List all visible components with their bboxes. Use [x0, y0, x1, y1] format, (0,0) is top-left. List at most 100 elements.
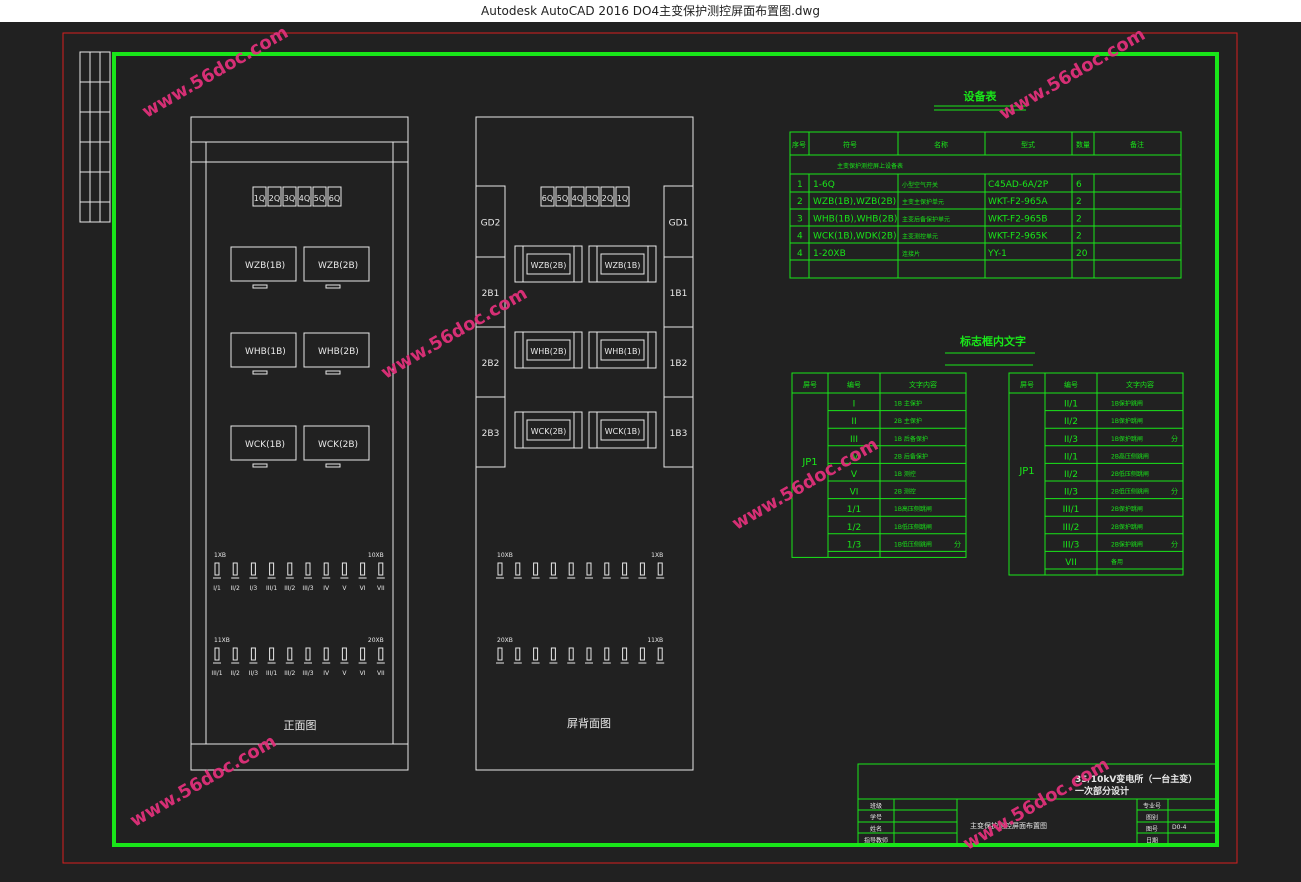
device-label: WHB(2B) — [318, 347, 359, 357]
paper-border — [62, 32, 1238, 864]
breaker-box — [540, 186, 555, 207]
device-label: WCK(2B) — [318, 440, 358, 450]
link-plate — [323, 647, 329, 661]
label-plate — [325, 370, 341, 375]
terminal-label: 1B3 — [670, 429, 688, 439]
link-plate — [214, 647, 220, 661]
labels-title: 标志框内文字 — [959, 334, 1026, 348]
device-label: WZB(1B) — [245, 261, 285, 271]
link-label: VII — [377, 585, 385, 592]
terminal-label: 2B3 — [482, 429, 500, 439]
breaker-box — [585, 186, 600, 207]
drawing-code: D0-4 — [1172, 824, 1187, 831]
project-subtitle: 一次部分设计 — [1075, 785, 1129, 797]
breaker-label: 1Q — [254, 194, 265, 203]
breaker-box — [600, 186, 615, 207]
label-plate — [252, 370, 268, 375]
label-plate — [252, 284, 268, 289]
device-label: WZB(2B) — [318, 261, 358, 271]
equipment-section: 主变保护测控屏上设备表 — [837, 162, 903, 170]
link-plate — [378, 562, 384, 576]
link-label: I/3 — [250, 585, 258, 592]
drawing-frame — [112, 52, 1219, 847]
device-rear-connector — [573, 331, 583, 369]
link-label: II/2 — [231, 670, 241, 677]
front-caption: 正面图 — [284, 719, 317, 732]
link-plate — [550, 647, 556, 661]
link-plate — [639, 562, 645, 576]
device-box — [303, 332, 370, 368]
label-text: 2B低压侧跳闸 — [1111, 488, 1149, 496]
label-code: I — [853, 400, 856, 410]
equipment-header: 序号 — [792, 140, 806, 149]
link-plate — [287, 647, 293, 661]
link-row-end: 11XB — [647, 637, 663, 644]
label-code: V — [851, 470, 858, 480]
link-plate — [622, 647, 628, 661]
equipment-cell: 3 — [797, 214, 803, 224]
label-text: 2B保护跳闸 — [1111, 505, 1143, 513]
label-code: II/2 — [1064, 470, 1078, 480]
link-label: II/2 — [231, 585, 241, 592]
link-label: VII — [377, 670, 385, 677]
label-text: 1B保护跳闸 — [1111, 435, 1143, 443]
breaker-label: 2Q — [269, 194, 280, 203]
equipment-cell: 连接片 — [902, 250, 920, 258]
device-rear-connector — [514, 331, 524, 369]
label-code: 1/2 — [847, 523, 861, 533]
label-text: 1B 主保护 — [894, 400, 922, 408]
link-plate — [269, 562, 275, 576]
title-field-label: 日期 — [1146, 837, 1158, 845]
label-code: II/3 — [1064, 435, 1078, 445]
terminal-block — [663, 396, 694, 468]
link-row-end: 10XB — [368, 552, 384, 559]
label-code: VII — [1065, 558, 1076, 568]
device-rear-plate — [526, 419, 571, 441]
label-header: 文字内容 — [909, 380, 937, 389]
label-header: 屏号 — [803, 381, 817, 389]
breaker-box — [297, 186, 312, 207]
breaker-label: 5Q — [557, 194, 568, 203]
link-plate — [323, 562, 329, 576]
label-code: II/1 — [1064, 400, 1078, 410]
watermark-text: www.56doc.com — [959, 754, 1113, 855]
link-plate — [586, 647, 592, 661]
device-box — [230, 246, 297, 282]
window-title: Autodesk AutoCAD 2016 DO4主变保护测控屏面布置图.dwg — [0, 0, 1301, 22]
watermark-text: www.56doc.com — [377, 283, 531, 384]
link-plate — [586, 562, 592, 576]
breaker-box — [267, 186, 282, 207]
breaker-label: 1Q — [617, 194, 628, 203]
label-code: III/2 — [1063, 523, 1080, 533]
link-plate — [604, 647, 610, 661]
link-plate — [497, 562, 503, 576]
watermark-text: www.56doc.com — [138, 22, 292, 123]
label-code: II/3 — [1064, 488, 1078, 498]
device-rear-connector — [647, 411, 657, 449]
back-device-group: WZB(2B)WZB(1B)WHB(2B)WHB(1B)WCK(2B)WCK(1… — [514, 245, 657, 449]
label-text: 2B低压侧跳闸 — [1111, 470, 1149, 478]
device-rear-connector — [573, 245, 583, 283]
equipment-cell: WKT-F2-965K — [988, 232, 1048, 242]
device-label: WHB(1B) — [245, 347, 286, 357]
link-row-start: 10XB — [497, 552, 513, 559]
link-plate — [269, 647, 275, 661]
label-header: 编号 — [847, 380, 861, 389]
link-label: IV — [323, 670, 330, 677]
label-code: III/3 — [1063, 540, 1080, 550]
equipment-cell: 6 — [1076, 180, 1082, 190]
link-plate — [515, 562, 521, 576]
terminal-label: GD2 — [481, 219, 501, 229]
link-label: III/1 — [211, 670, 222, 677]
breaker-label: 3Q — [284, 194, 295, 203]
terminal-label: 1B2 — [670, 359, 688, 369]
device-box — [230, 332, 297, 368]
link-row-start: 20XB — [497, 637, 513, 644]
breaker-label: 4Q — [299, 194, 310, 203]
label-text: 1B 后备保护 — [894, 435, 928, 443]
equipment-header: 符号 — [843, 140, 857, 149]
title-field-label: 专业号 — [1143, 802, 1161, 810]
